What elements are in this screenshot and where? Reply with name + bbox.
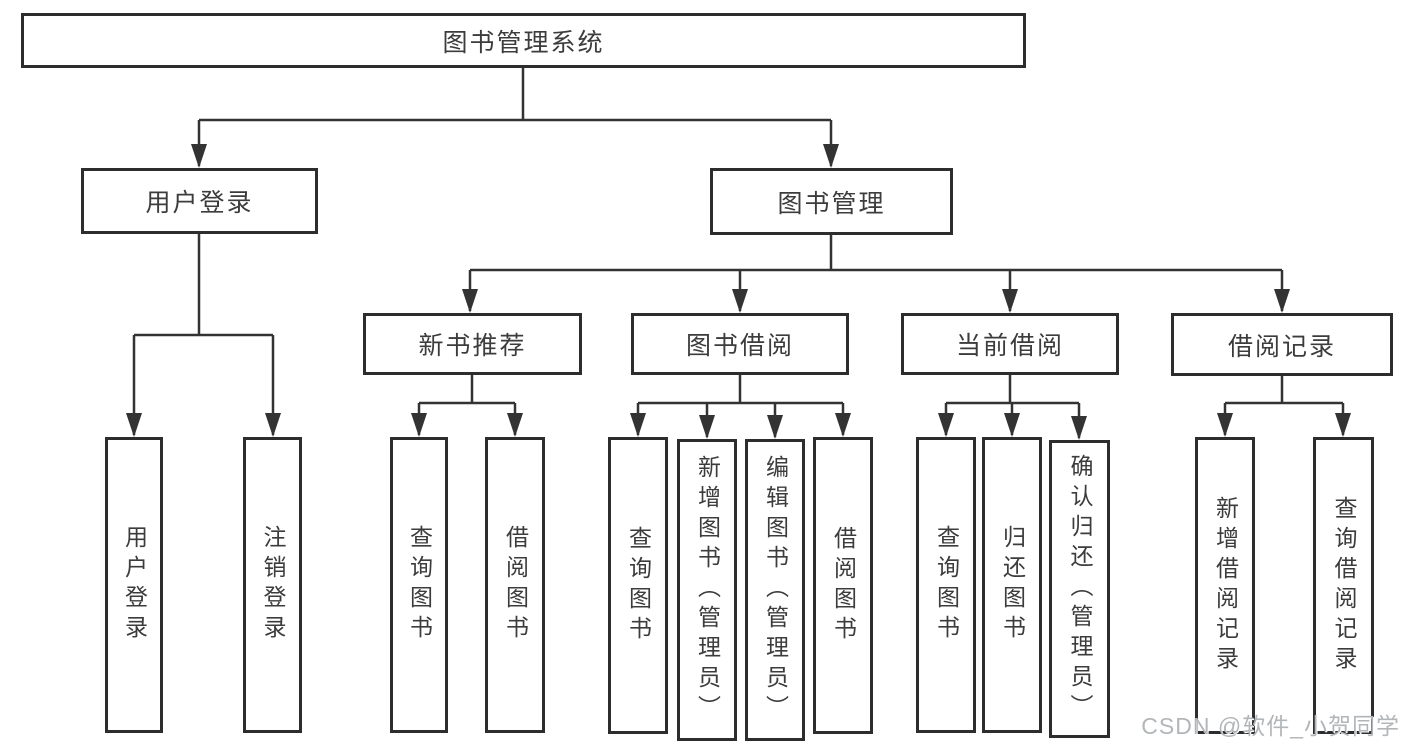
leaf-records-add-record: 新增借阅记录 <box>1195 437 1255 734</box>
leaf-logout-label: 注销登录 <box>260 525 286 645</box>
leaf-records-query-record-label: 查询借阅记录 <box>1331 495 1357 676</box>
leaf-current-return-books: 归还图书 <box>982 437 1042 733</box>
leaf-borrowing-add-books-admin-label: 新增图书（管理员） <box>694 455 721 725</box>
node-new-book-recommend-label: 新书推荐 <box>418 332 527 360</box>
leaf-current-confirm-return-admin-label: 确认归还（管理员） <box>1067 454 1093 724</box>
node-user-login: 用户登录 <box>81 168 318 234</box>
leaf-borrowing-add-books-admin: 新增图书（管理员） <box>677 439 737 741</box>
connector-book-mgmt-to-level3 <box>468 235 1284 311</box>
leaf-current-query-books-label: 查询图书 <box>933 525 960 645</box>
leaf-current-confirm-return-admin: 确认归还（管理员） <box>1049 440 1110 738</box>
leaf-newrec-borrow-books-label: 借阅图书 <box>502 525 529 645</box>
leaf-borrowing-query-books: 查询图书 <box>608 437 668 734</box>
node-borrow-records-label: 借阅记录 <box>1227 332 1336 361</box>
node-root-label: 图书管理系统 <box>442 28 605 57</box>
leaf-borrowing-edit-books-admin-label: 编辑图书（管理员） <box>762 455 789 725</box>
connector-user-login-to-leaves <box>132 234 275 435</box>
node-root: 图书管理系统 <box>21 13 1026 68</box>
leaf-records-query-record: 查询借阅记录 <box>1313 437 1374 734</box>
connector-root-to-level2 <box>197 68 833 166</box>
node-current-borrowing-label: 当前借阅 <box>955 332 1064 360</box>
leaf-records-add-record-label: 新增借阅记录 <box>1212 495 1239 676</box>
leaf-borrowing-edit-books-admin: 编辑图书（管理员） <box>745 439 805 741</box>
arrowheads <box>126 144 1351 440</box>
node-book-management: 图书管理 <box>710 168 953 235</box>
csdn-watermark: CSDN @软件_小贺同学 <box>1141 713 1400 739</box>
leaf-user-login: 用户登录 <box>105 437 163 733</box>
node-user-login-label: 用户登录 <box>145 189 254 217</box>
leaf-current-query-books: 查询图书 <box>916 437 976 733</box>
leaf-borrowing-borrow-books-label: 借阅图书 <box>830 525 857 646</box>
leaf-current-return-books-label: 归还图书 <box>999 525 1026 645</box>
node-book-borrowing: 图书借阅 <box>631 313 849 375</box>
leaf-borrowing-query-books-label: 查询图书 <box>625 525 652 646</box>
connector-book-borrow-to-leaves <box>636 375 845 437</box>
connector-borrow-records-to-leaves <box>1223 376 1345 435</box>
leaf-borrowing-borrow-books: 借阅图书 <box>813 437 873 734</box>
node-borrow-records: 借阅记录 <box>1171 313 1393 376</box>
node-current-borrowing: 当前借阅 <box>901 313 1119 375</box>
leaf-newrec-query-books: 查询图书 <box>390 437 448 733</box>
leaf-newrec-borrow-books: 借阅图书 <box>485 437 545 733</box>
connector-new-book-rec-to-leaves <box>417 375 517 435</box>
node-book-borrowing-label: 图书借阅 <box>685 332 794 360</box>
node-new-book-recommend: 新书推荐 <box>363 313 582 375</box>
node-book-management-label: 图书管理 <box>777 189 886 218</box>
leaf-user-login-label: 用户登录 <box>121 525 148 645</box>
leaf-newrec-query-books-label: 查询图书 <box>406 525 433 645</box>
leaf-logout: 注销登录 <box>243 437 302 733</box>
